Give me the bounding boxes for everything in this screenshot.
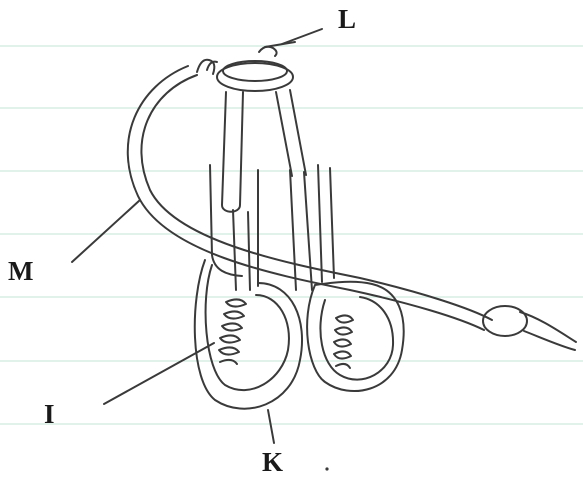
left-stem [210,92,258,290]
label-l: L [338,6,356,33]
top-coil [197,29,322,91]
label-m: M [8,258,33,285]
right-stem [276,90,334,290]
label-i: I [44,401,55,428]
left-bulb [104,260,302,409]
label-k: K [262,449,283,476]
k-leader [268,410,274,443]
ink-dot [325,467,328,470]
